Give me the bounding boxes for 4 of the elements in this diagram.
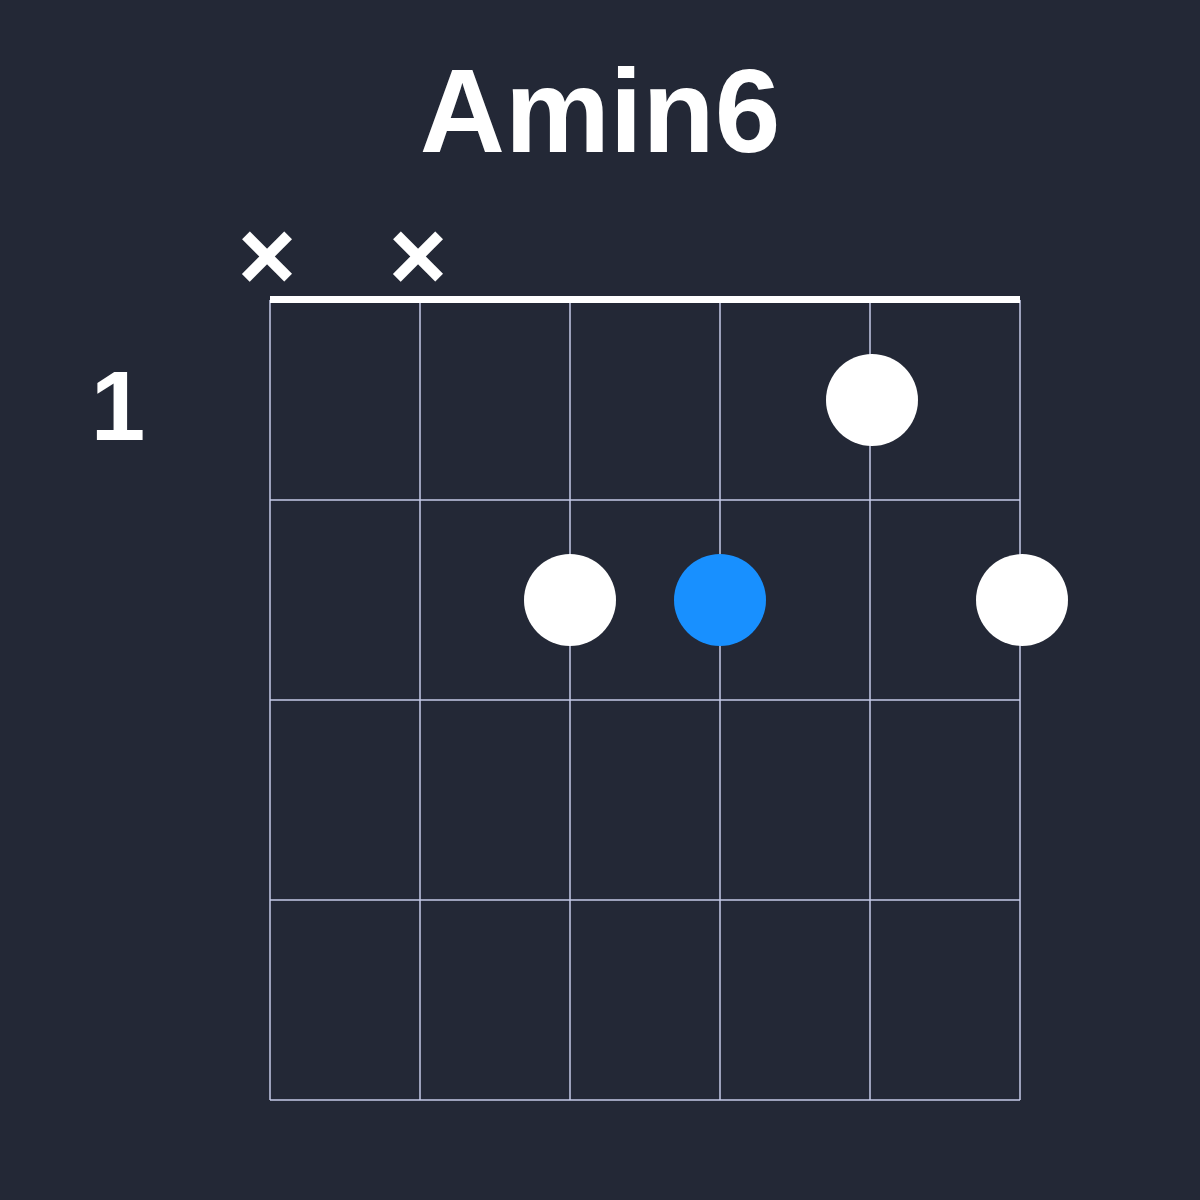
fret-number: 1	[89, 357, 147, 455]
mute-mark: ×	[236, 205, 298, 305]
mute-mark: ×	[387, 205, 449, 305]
chord-title: Amin6	[418, 52, 782, 170]
